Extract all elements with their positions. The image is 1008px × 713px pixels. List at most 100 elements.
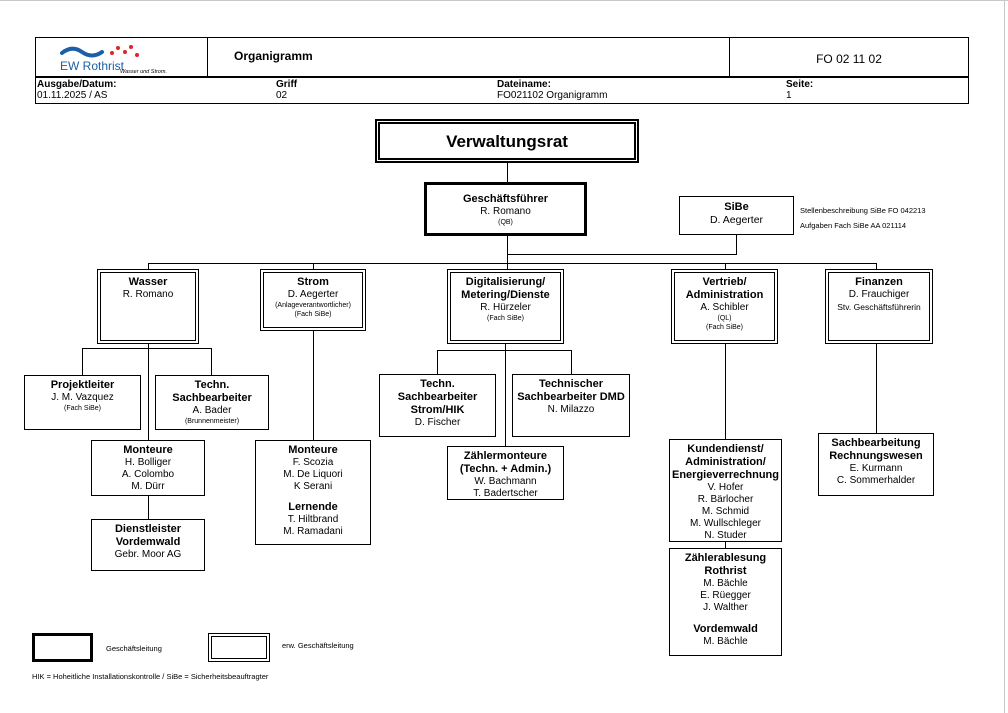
seite-value: 1 [786,90,792,101]
connector-dept-bus [148,263,876,264]
dateiname-value: FO021102 Organigramm [497,90,608,101]
ceo-title: Geschäftsführer [463,193,548,205]
digital-note: (Fach SiBe) [487,315,524,322]
techn-sachbearbeiter-box: Techn. Sachbearbeiter A. Bader (Brunnenm… [155,375,269,430]
connector-wasser-down [148,343,149,520]
rechnungswesen-title-2: Rechnungswesen [829,450,923,462]
zaehlerablesung-name-2: E. Rüegger [700,590,751,601]
wasser-title: Wasser [128,276,168,288]
strom-note-2: (Fach SiBe) [294,311,332,318]
dept-vertrieb-box: Vertrieb/ Administration A. Schibler (QL… [671,269,778,344]
techn-sachbearbeiter-title-2: Sachbearbeiter [172,392,252,404]
kundendienst-name-5: N. Studer [704,530,747,541]
finanzen-title: Finanzen [855,276,903,288]
kundendienst-box: Kundendienst/ Administration/ Energiever… [669,439,782,542]
ausgabe-label: Ausgabe/Datum: [37,79,117,90]
zaehlermonteure-title-2: (Techn. + Admin.) [459,463,552,475]
kundendienst-title-1: Kundendienst/ [687,443,764,455]
connector-finanzen-down [876,343,877,434]
sibe-title: SiBe [724,201,749,213]
lernende-title: Lernende [288,501,338,513]
vertrieb-title-2: Administration [685,289,764,301]
document-header: EW Rothrist Wasser und Strom. Organigram… [35,37,969,77]
logo-tagline: Wasser und Strom. [120,69,167,75]
seite-field: Seite: 1 [786,79,813,101]
board-title: Verwaltungsrat [446,132,568,151]
kundendienst-title-2: Administration/ [685,456,766,468]
connector-ceo-main [507,235,508,271]
seite-label: Seite: [786,79,814,90]
griff-value: 02 [276,90,288,101]
connector-board-ceo [507,162,508,183]
connector-wasser-sub-h [82,348,212,349]
kundendienst-name-1: V. Hofer [707,482,744,493]
rechnungswesen-name-1: E. Kurmann [849,463,903,474]
techn-dmd-box: Technischer Sachbearbeiter DMD N. Milazz… [512,374,630,437]
connector-hik-v [437,350,438,375]
legend-egl-label: erw. Geschäftsleitung [282,641,354,650]
monteure-strom-box: Monteure F. Scozia M. De Liquori K Seran… [255,440,371,545]
zaehlerablesung-title-2: Rothrist [704,565,747,577]
zaehlerablesung-name-3: J. Walther [703,602,748,613]
ceo-name: R. Romano [480,206,531,217]
sibe-note-2: Aufgaben Fach SiBe AA 021114 [800,221,907,230]
techn-strom-hik-title-2: Sachbearbeiter [397,391,478,403]
lernende-name-1: T. Hiltbrand [287,514,339,525]
monteure-strom-name-2: M. De Liquori [283,469,343,480]
connector-kunden-zaehler [725,541,726,549]
top-border [0,0,1008,1]
zaehlerablesung-name-1: M. Bächle [703,578,748,589]
techn-strom-hik-name: D. Fischer [414,417,461,428]
dienstleister-title-2: Vordemwald [115,536,181,548]
digital-name: R. Hürzeler [480,302,531,313]
ausgabe-field: Ausgabe/Datum: 01.11.2025 / AS [37,79,116,101]
connector-vertrieb-down [725,343,726,440]
dateiname-field: Dateiname: FO021102 Organigramm [497,79,607,101]
connector-dmd-v [571,350,572,375]
projektleiter-name: J. M. Vazquez [51,392,114,403]
connector-projektleiter-v [82,348,83,376]
doc-code: FO 02 11 02 [816,52,882,66]
dienstleister-box: Dienstleister Vordemwald Gebr. Moor AG [91,519,205,571]
connector-sibe-h [507,254,737,255]
techn-sachbearbeiter-name: A. Bader [192,405,232,416]
sibe-box: SiBe D. Aegerter [679,196,794,235]
logo-name: EW Rothrist [60,59,125,73]
dept-finanzen-box: Finanzen D. Frauchiger Stv. Geschäftsfüh… [825,269,933,344]
techn-dmd-title-2: Sachbearbeiter DMD [517,391,625,403]
monteure-wasser-name-1: H. Bolliger [124,457,172,468]
digital-title-1: Digitalisierung/ [465,276,546,288]
vordemwald-name-1: M. Bächle [703,636,748,647]
zaehlermonteure-title-1: Zählermonteure [463,450,548,462]
sibe-name: D. Aegerter [709,214,764,226]
title-cell: Organigramm [208,38,730,76]
finanzen-name: D. Frauchiger [848,289,910,300]
techn-dmd-name: N. Milazzo [547,404,595,415]
strom-title: Strom [297,276,329,288]
kundendienst-title-3: Energieverrechnung [672,469,779,481]
griff-field: Griff 02 [276,79,297,101]
rechnungswesen-title-1: Sachbearbeitung [831,437,921,449]
kundendienst-name-2: R. Bärlocher [697,494,754,505]
connector-digital-sub-h [437,350,572,351]
ausgabe-value: 01.11.2025 / AS [37,90,108,101]
vertrieb-name: A. Schibler [700,302,749,313]
monteure-strom-name-3: K Serani [293,481,333,492]
legend-gl-label: Geschäftsleitung [106,644,162,653]
ceo-note: (QB) [498,219,513,226]
connector-strom-down [313,330,314,441]
griff-label: Griff [276,79,298,90]
vordemwald-title: Vordemwald [693,623,758,635]
connector-strom-v [313,263,314,271]
dienstleister-title-1: Dienstleister [114,523,182,535]
connector-techn-v [211,348,212,376]
zaehlermonteure-name-2: T. Badertscher [473,488,538,499]
techn-strom-hik-title-3: Strom/HIK [410,404,465,416]
kundendienst-name-4: M. Wullschleger [690,518,761,529]
vertrieb-title-1: Vertrieb/ [702,276,747,288]
ew-rothrist-logo-icon [60,45,139,58]
zaehlermonteure-name-1: W. Bachmann [474,476,537,487]
strom-name: D. Aegerter [287,289,339,300]
legend-gl-swatch [32,633,93,662]
